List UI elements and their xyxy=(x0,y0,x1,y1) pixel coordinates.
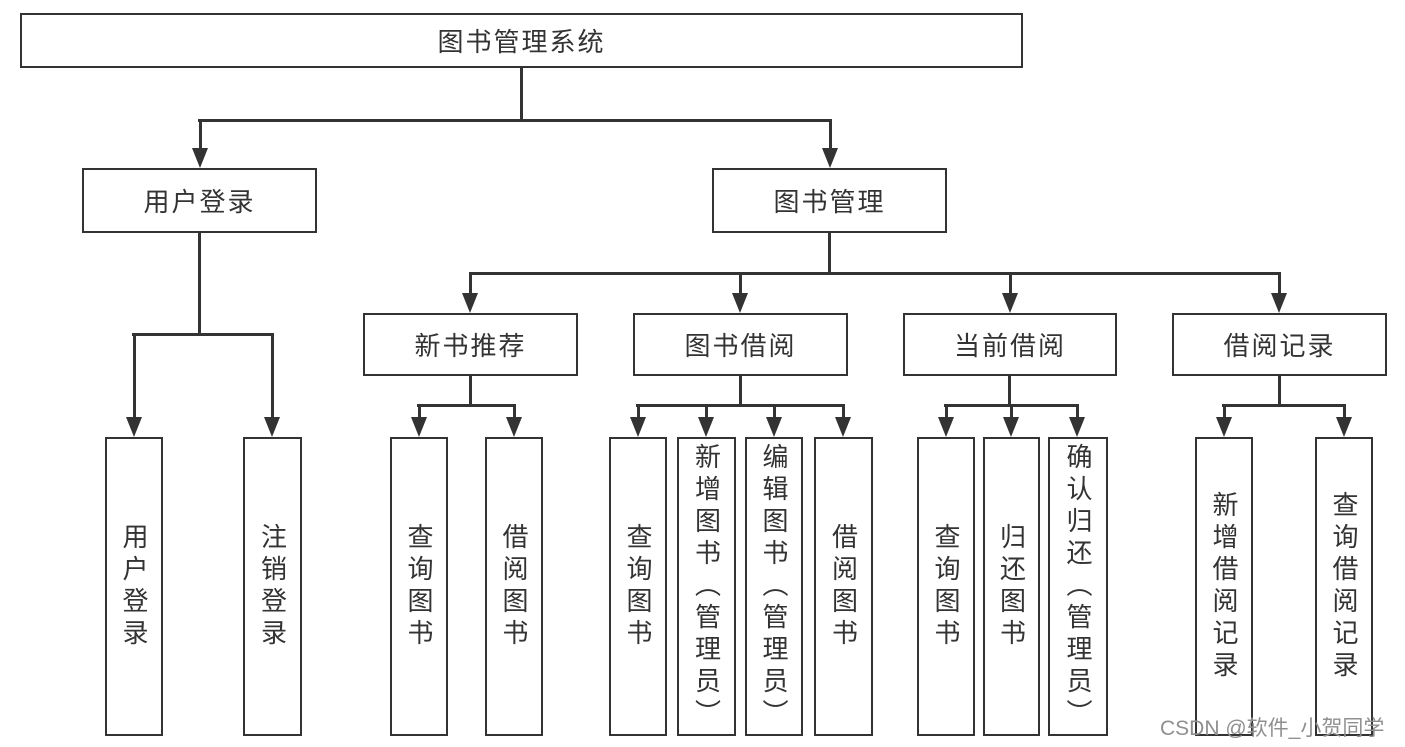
leaf-current-query-books: 查询图书 xyxy=(917,437,975,736)
node-label: 查询借阅记录 xyxy=(1329,490,1359,683)
arrow-down-icon xyxy=(766,404,782,437)
arrow-down-icon xyxy=(630,404,646,437)
node-label: 图书管理 xyxy=(773,187,886,217)
node-label: 注销登录 xyxy=(257,522,288,651)
watermark: CSDN @软件_小贺同学 xyxy=(1160,717,1385,740)
connector-segment xyxy=(1222,404,1346,407)
arrow-down-icon xyxy=(698,404,714,437)
arrow-down-icon xyxy=(1216,404,1232,437)
node-label: 查询图书 xyxy=(931,522,961,651)
arrow-down-icon xyxy=(1271,272,1287,313)
arrow-down-icon xyxy=(462,272,478,313)
leaf-recommend-query-books: 查询图书 xyxy=(390,437,448,736)
connector-segment xyxy=(198,119,831,122)
node-new-book-recommendation: 新书推荐 xyxy=(363,313,578,376)
node-label: 新增图书（管理员） xyxy=(691,442,722,731)
arrow-down-icon xyxy=(1069,404,1085,437)
node-label: 当前借阅 xyxy=(953,331,1066,361)
leaf-borrowing-borrow-books: 借阅图书 xyxy=(814,437,873,736)
leaf-recommend-borrow-books: 借阅图书 xyxy=(485,437,543,736)
connector-segment xyxy=(828,233,831,275)
connector-segment xyxy=(198,233,201,336)
connector-segment xyxy=(520,68,523,122)
node-label: 借阅记录 xyxy=(1223,331,1336,361)
node-label: 用户登录 xyxy=(119,522,149,651)
node-label: 图书管理系统 xyxy=(437,27,606,57)
leaf-user-login: 用户登录 xyxy=(105,437,163,736)
leaf-borrowing-edit-books-admin: 编辑图书（管理员） xyxy=(745,437,803,736)
connector-segment xyxy=(417,404,516,407)
arrow-down-icon xyxy=(411,404,427,437)
connector-segment xyxy=(469,272,1281,275)
arrow-down-icon xyxy=(126,333,142,437)
node-label: 查询图书 xyxy=(623,522,653,651)
arrow-down-icon xyxy=(938,404,954,437)
node-borrowing-records: 借阅记录 xyxy=(1172,313,1387,376)
connector-segment xyxy=(1278,376,1281,407)
node-library-system: 图书管理系统 xyxy=(20,13,1023,68)
leaf-borrowing-query-books: 查询图书 xyxy=(609,437,667,736)
arrow-down-icon xyxy=(264,333,280,437)
arrow-down-icon xyxy=(506,404,522,437)
arrow-down-icon xyxy=(192,119,208,168)
node-book-management: 图书管理 xyxy=(712,168,947,233)
node-label: 查询图书 xyxy=(404,522,434,651)
leaf-current-confirm-return-admin: 确认归还（管理员） xyxy=(1048,437,1108,736)
node-label: 归还图书 xyxy=(996,522,1027,651)
node-book-borrowing: 图书借阅 xyxy=(633,313,848,376)
leaf-current-return-books: 归还图书 xyxy=(983,437,1040,736)
arrow-down-icon xyxy=(1002,272,1018,313)
node-label: 新书推荐 xyxy=(414,331,527,361)
node-label: 编辑图书（管理员） xyxy=(759,442,789,731)
connector-segment xyxy=(636,404,845,407)
connector-segment xyxy=(739,376,742,407)
arrow-down-icon xyxy=(1003,404,1019,437)
connector-segment xyxy=(469,376,472,407)
arrow-down-icon xyxy=(1336,404,1352,437)
connector-segment xyxy=(132,333,274,336)
node-label: 图书借阅 xyxy=(684,331,797,361)
connector-segment xyxy=(1008,376,1011,407)
leaf-records-add-borrow-record: 新增借阅记录 xyxy=(1195,437,1253,736)
arrow-down-icon xyxy=(835,404,851,437)
node-current-borrowing: 当前借阅 xyxy=(903,313,1117,376)
node-label: 用户登录 xyxy=(143,187,256,217)
node-label: 借阅图书 xyxy=(828,522,859,651)
node-user-login: 用户登录 xyxy=(82,168,317,233)
node-label: 借阅图书 xyxy=(499,522,529,651)
arrow-down-icon xyxy=(822,119,838,168)
leaf-logout: 注销登录 xyxy=(243,437,302,736)
node-label: 确认归还（管理员） xyxy=(1063,442,1093,731)
arrow-down-icon xyxy=(732,272,748,313)
leaf-records-query-borrow-record: 查询借阅记录 xyxy=(1315,437,1373,736)
node-label: 新增借阅记录 xyxy=(1209,490,1239,683)
leaf-borrowing-add-books-admin: 新增图书（管理员） xyxy=(677,437,736,736)
